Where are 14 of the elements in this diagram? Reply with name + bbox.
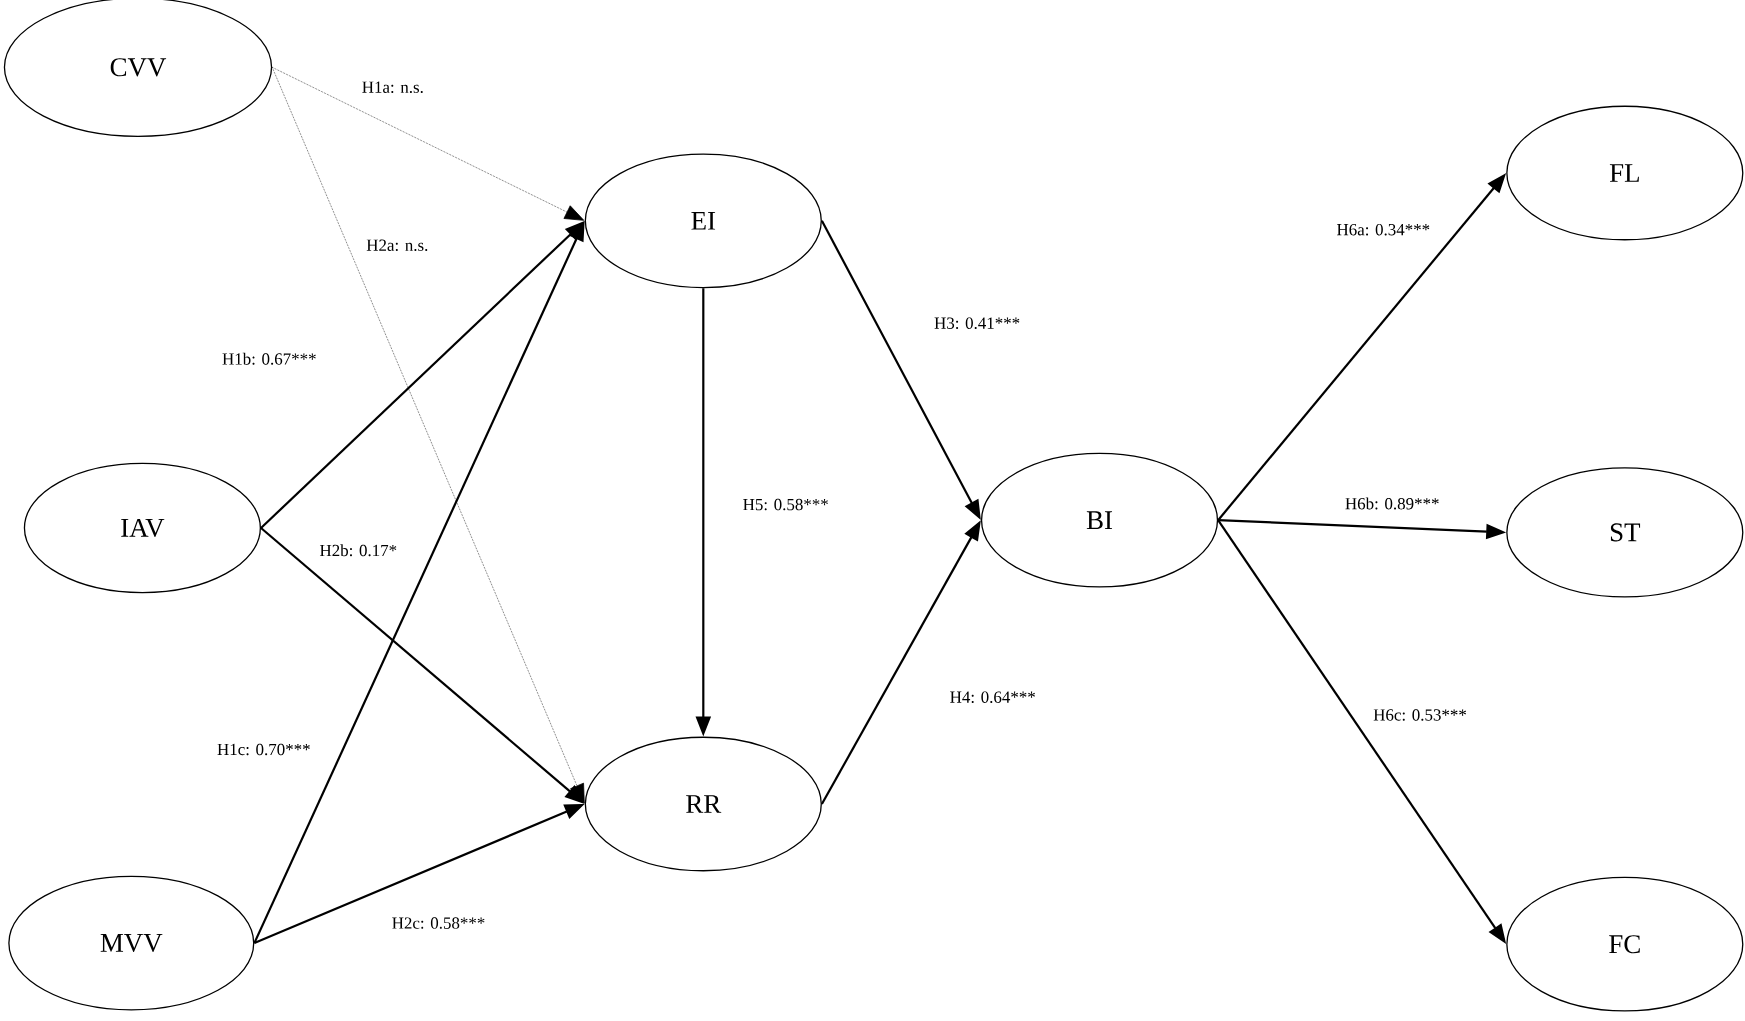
arrow <box>271 66 585 221</box>
edge-label: H6c: 0.53*** <box>1371 707 1469 723</box>
edge-label: H2c: 0.58*** <box>390 915 487 931</box>
edge-label: H6a: 0.34*** <box>1335 222 1432 237</box>
edge-label: H1c: 0.70*** <box>215 742 313 757</box>
arrow <box>271 66 585 804</box>
edge-label: H1b: 0.67*** <box>220 351 319 367</box>
edge-label: H6b: 0.89*** <box>1343 496 1441 511</box>
edge-label: H4: 0.64*** <box>948 689 1038 705</box>
edge-label: H3: 0.41*** <box>932 315 1022 331</box>
edge-label: H2a: n.s. <box>364 238 430 253</box>
edge-label: H1a: n.s. <box>360 80 426 95</box>
edge-label: H2b: 0.17* <box>318 542 399 558</box>
edge-label: H5: 0.58*** <box>741 497 831 512</box>
